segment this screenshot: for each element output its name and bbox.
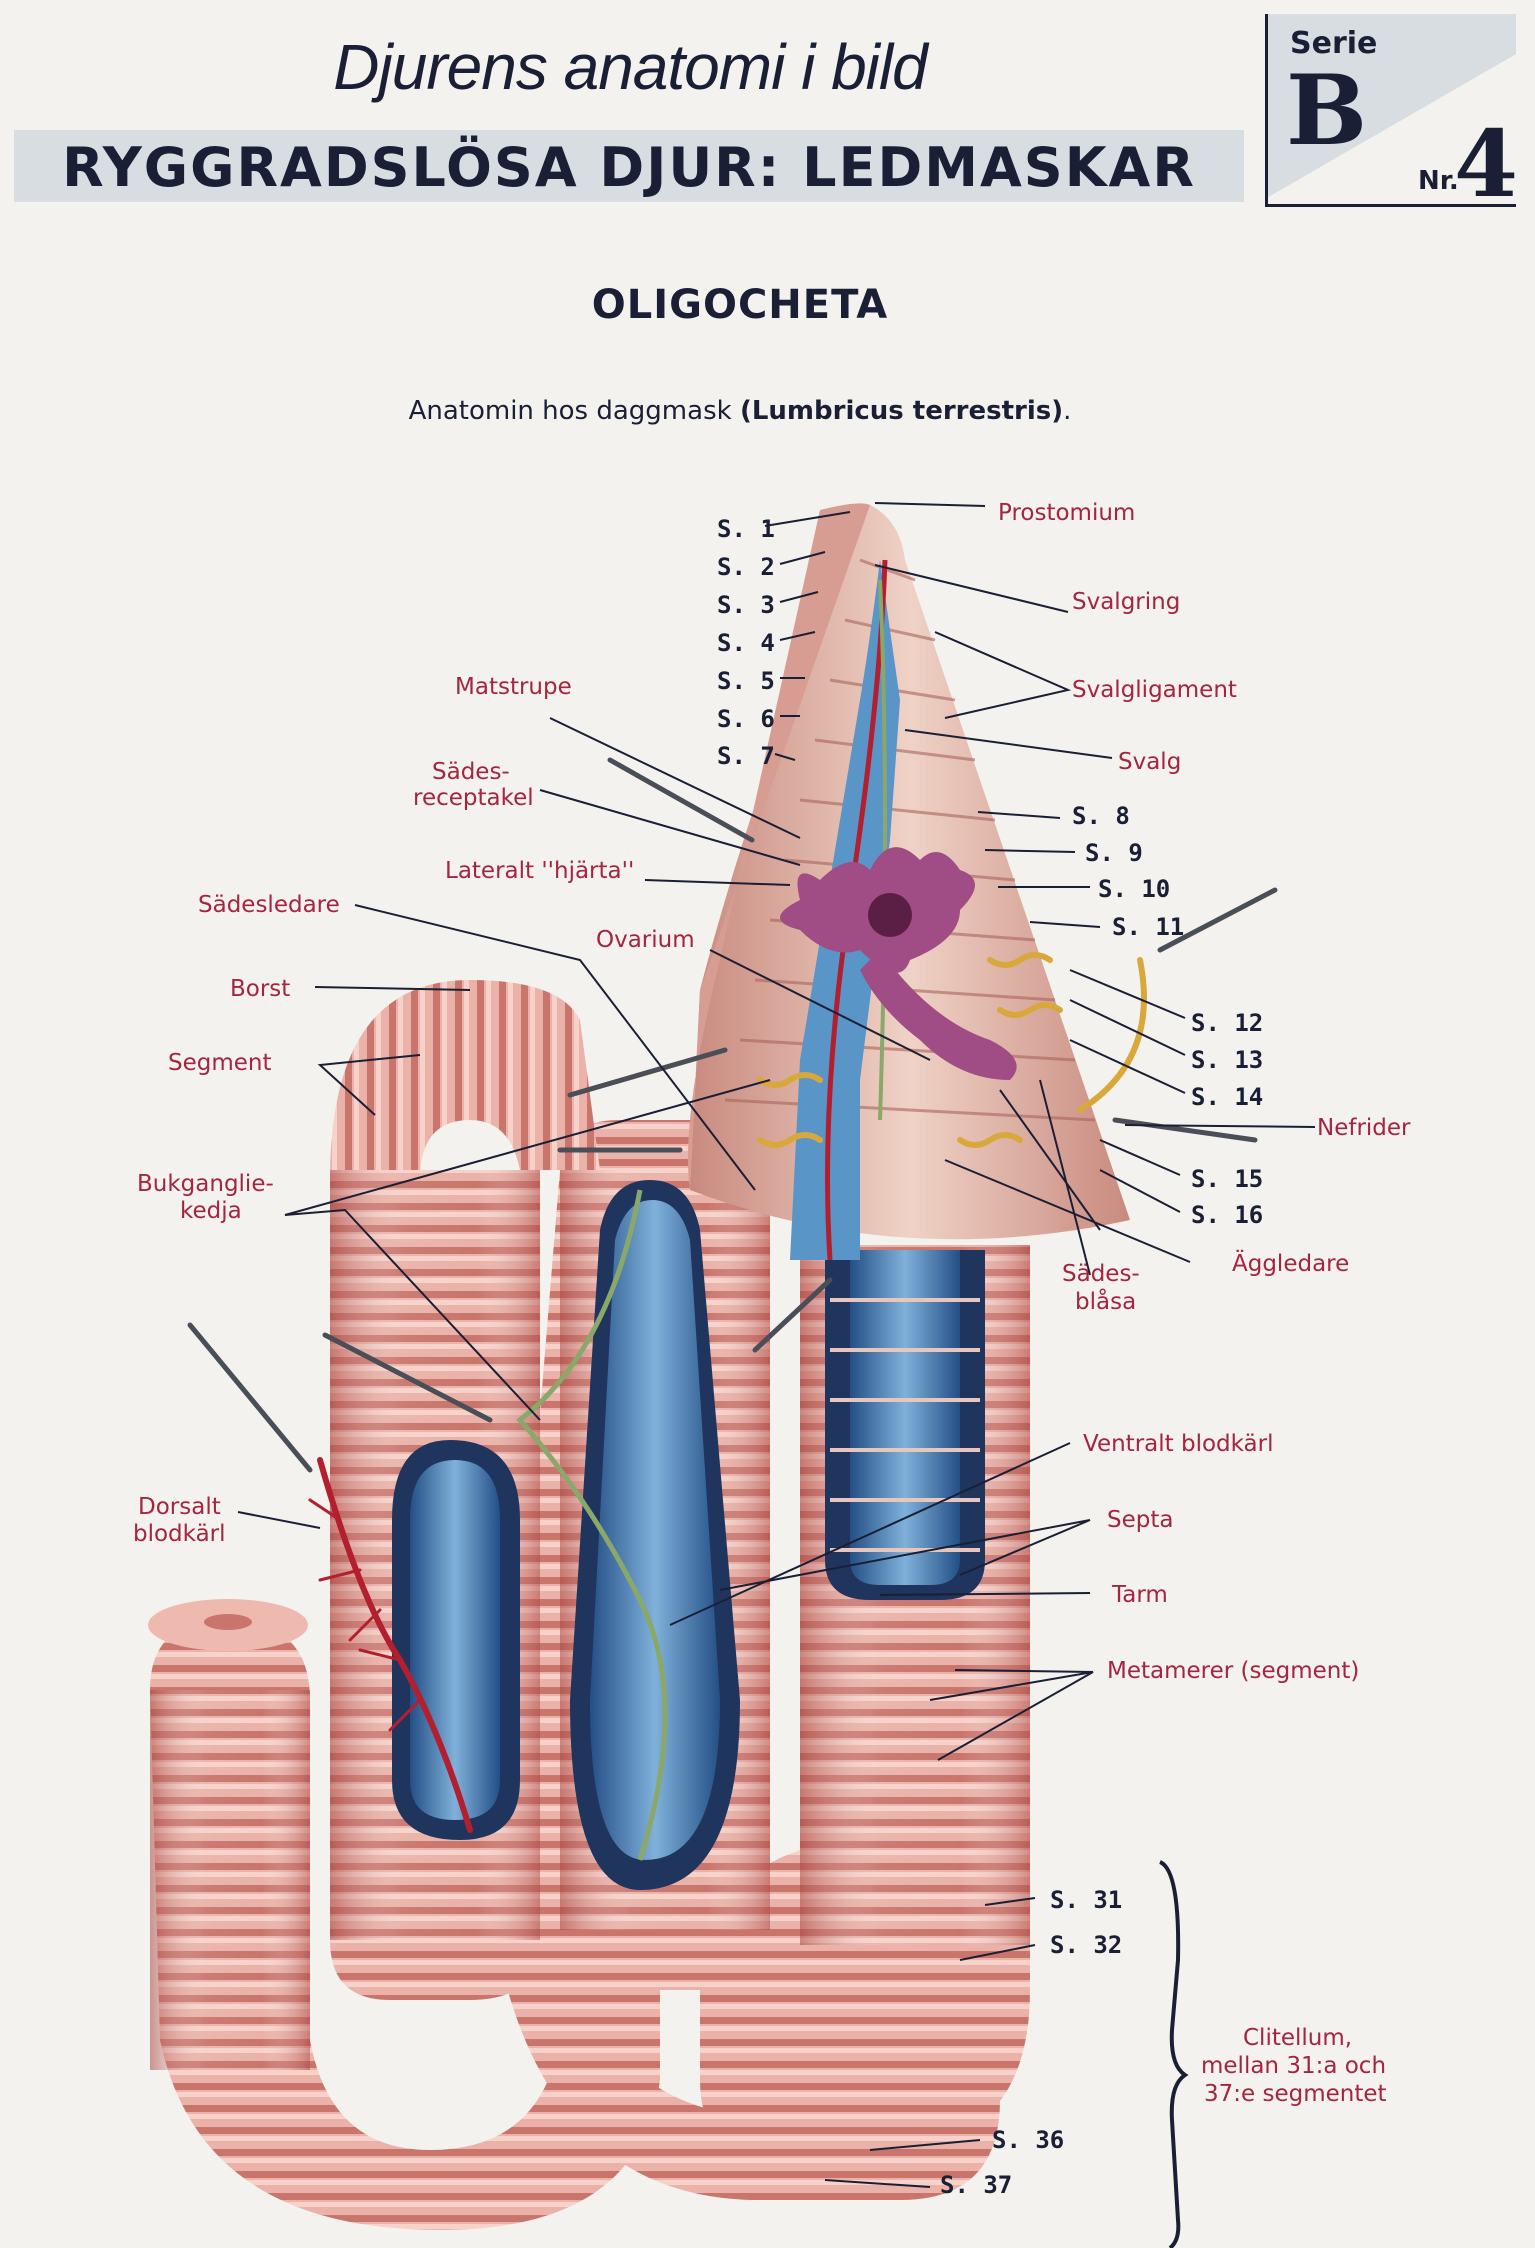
label-s11: S. 11 [1112, 913, 1184, 941]
label-s37: S. 37 [940, 2171, 1012, 2199]
label-s6: S. 6 [717, 705, 775, 733]
label-sades-receptakel-2: receptakel [413, 785, 534, 811]
label-s31: S. 31 [1050, 1886, 1122, 1914]
nerve-chain [516, 1189, 668, 1861]
caption-suffix: . [1063, 396, 1072, 426]
label-sadesledare: Sädesledare [198, 892, 340, 918]
label-sades-receptakel-1: Sädes- [432, 759, 510, 785]
dissection-pins [187, 757, 1278, 1473]
label-s15: S. 15 [1191, 1165, 1263, 1193]
leader-lines [237, 502, 1316, 2188]
label-borst: Borst [230, 976, 290, 1002]
label-clitellum-2: mellan 31:a och [1201, 2053, 1386, 2079]
label-tarm: Tarm [1111, 1582, 1168, 1608]
label-s16: S. 16 [1191, 1201, 1263, 1229]
label-svalg: Svalg [1118, 749, 1181, 775]
label-s36: S. 36 [992, 2126, 1064, 2154]
label-s12: S. 12 [1191, 1009, 1263, 1037]
label-metamerer: Metamerer (segment) [1107, 1658, 1359, 1684]
caption: Anatomin hos daggmask (Lumbricus terrest… [0, 396, 1480, 426]
label-s5: S. 5 [717, 667, 775, 695]
label-s1: S. 1 [717, 515, 775, 543]
plate-title: RYGGRADSLÖSA DJUR: LEDMASKAR [62, 136, 1196, 199]
label-ventralt-blodkarl: Ventralt blodkärl [1083, 1431, 1273, 1457]
clitellum-brace [1158, 1860, 1189, 2248]
label-s8: S. 8 [1072, 802, 1130, 830]
label-s14: S. 14 [1191, 1083, 1263, 1111]
label-nefrider: Nefrider [1317, 1115, 1411, 1141]
label-lateralt-hjarta: Lateralt ''hjärta'' [445, 858, 634, 884]
label-s9: S. 9 [1085, 839, 1143, 867]
title-band [14, 130, 1244, 202]
anterior-cone [688, 503, 1147, 1261]
label-sadesblasa-2: blåsa [1075, 1287, 1136, 1315]
label-bukganglie-2: kedja [180, 1198, 242, 1224]
caption-prefix: Anatomin hos daggmask [408, 396, 740, 426]
nr-label: Nr. [1418, 166, 1459, 196]
label-aggledare: Äggledare [1232, 1249, 1349, 1277]
label-sadesblasa-1: Sädes- [1062, 1261, 1140, 1287]
label-s7: S. 7 [717, 742, 775, 770]
caption-species: (Lumbricus terrestris) [739, 396, 1064, 426]
serie-box: Serie B Nr. 4 [1265, 14, 1518, 218]
label-bukganglie-1: Bukganglie- [137, 1171, 274, 1197]
label-segment: Segment [168, 1050, 272, 1076]
label-s2: S. 2 [717, 553, 775, 581]
label-s13: S. 13 [1191, 1046, 1263, 1074]
label-dorsalt-1: Dorsalt [138, 1494, 221, 1520]
label-s4: S. 4 [717, 629, 775, 657]
section-heading: OLIGOCHETA [591, 282, 889, 328]
serie-label: Serie [1290, 26, 1378, 61]
nerve-cord [878, 579, 887, 1121]
label-septa: Septa [1107, 1507, 1173, 1533]
dorsal-vessel [308, 1457, 473, 1833]
serie-letter: B [1286, 54, 1368, 167]
dissection-windows [392, 1180, 985, 1890]
label-matstrupe: Matstrupe [455, 674, 572, 700]
label-prostomium: Prostomium [998, 500, 1135, 526]
nr-value: 4 [1454, 110, 1519, 218]
label-ovarium: Ovarium [596, 927, 695, 953]
label-svalgring: Svalgring [1072, 589, 1180, 615]
label-svalgligament: Svalgligament [1072, 677, 1237, 703]
label-clitellum-3: 37:e segmentet [1204, 2081, 1387, 2107]
label-s3: S. 3 [717, 591, 775, 619]
plate-subtitle: Djurens anatomi i bild [333, 31, 927, 103]
label-s10: S. 10 [1098, 875, 1170, 903]
label-dorsalt-2: blodkärl [133, 1521, 226, 1547]
label-s32: S. 32 [1050, 1931, 1122, 1959]
label-clitellum-1: Clitellum, [1243, 2025, 1352, 2051]
